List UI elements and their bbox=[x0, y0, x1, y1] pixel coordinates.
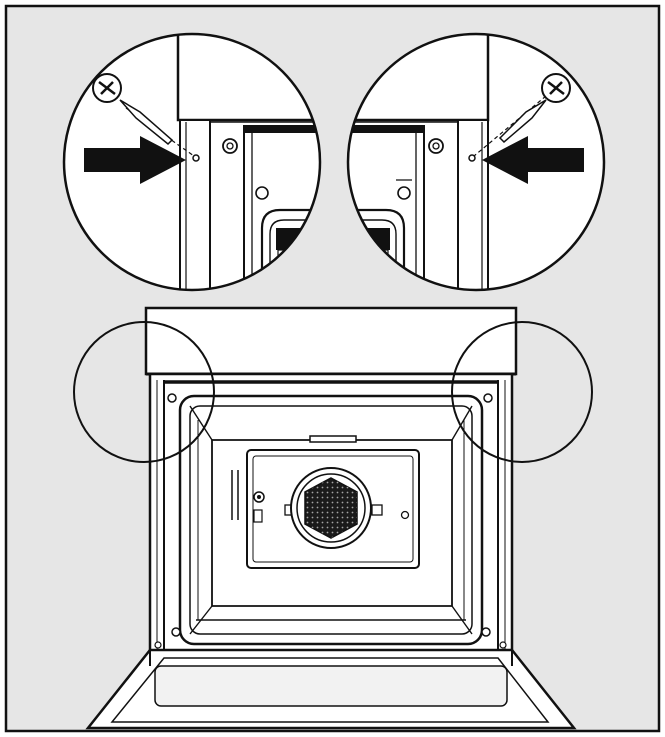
fan-icon bbox=[284, 467, 383, 549]
oven-top-panel bbox=[144, 306, 518, 376]
screw-icon bbox=[473, 73, 571, 157]
oven-unit bbox=[85, 306, 577, 730]
highlight-circle-left bbox=[73, 321, 215, 463]
door-glass bbox=[154, 665, 508, 707]
oven-door bbox=[85, 648, 577, 730]
arrow-icon bbox=[482, 136, 584, 184]
highlight-circle-right bbox=[451, 321, 593, 463]
arrow-icon bbox=[84, 136, 186, 184]
screw-icon bbox=[92, 73, 195, 157]
